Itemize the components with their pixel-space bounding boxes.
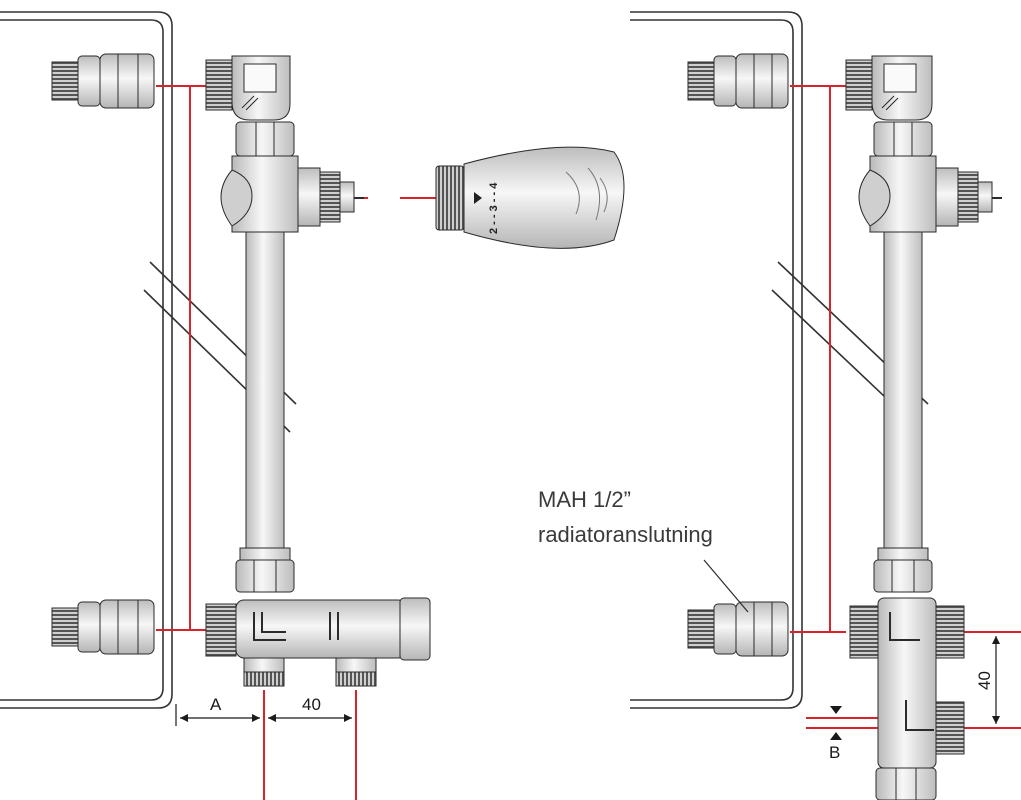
- left-vertical-pipe: [245, 231, 285, 559]
- callout-line-2: radiatoranslutning: [538, 522, 713, 547]
- left-dimension-lines: [175, 704, 352, 726]
- left-top-radiator-connector: [51, 53, 155, 109]
- right-assembly: MAH 1/2” radiatoranslutning 40 B: [538, 11, 1021, 800]
- left-angle-valve: [205, 55, 364, 233]
- left-tee-union: [235, 547, 295, 593]
- dimension-40-right-label: 40: [975, 671, 994, 690]
- left-tee-fitting: [205, 597, 431, 687]
- right-red-guides: [790, 85, 1021, 729]
- left-assembly: 2 - - 3 - - 4: [0, 11, 625, 800]
- dimension-a-label: A: [210, 695, 222, 714]
- right-vertical-pipe: [883, 231, 923, 559]
- thermostat-knob-icon: 2 - - 3 - - 4: [435, 146, 625, 249]
- right-tee-fitting: [849, 597, 965, 800]
- right-dimension-b: [830, 706, 842, 740]
- right-angle-valve: [845, 55, 1002, 233]
- right-bottom-radiator-connector: [687, 601, 789, 657]
- dimension-b-label: B: [829, 743, 840, 762]
- callout-leader-line: [703, 559, 749, 613]
- thermostat-scale-label: 2 - - 3 - - 4: [488, 182, 500, 234]
- left-bottom-radiator-connector: [51, 599, 155, 655]
- right-radiator-panel: [630, 11, 803, 709]
- right-dimension-40: [992, 636, 1000, 724]
- right-top-radiator-connector: [687, 53, 789, 109]
- dimension-40-left-label: 40: [302, 695, 321, 714]
- left-radiator-panel: [0, 11, 173, 709]
- right-tee-union: [873, 547, 933, 593]
- callout-line-1: MAH 1/2”: [538, 487, 631, 512]
